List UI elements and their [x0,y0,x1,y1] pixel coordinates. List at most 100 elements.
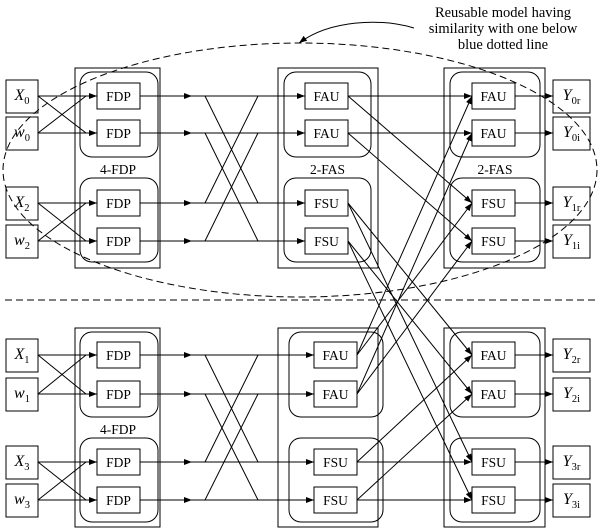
output-y3i-label: Y3i [563,491,580,511]
top-fdp-block-2-label: FDP [106,126,131,141]
input-w2-variable: w [14,232,25,249]
blocks-layer [5,67,591,528]
top-stage3-fsu-3-label: FSU [481,196,506,211]
output-y2i-box [552,377,591,412]
annotation-line-2: similarity with one below [429,21,578,37]
top-fdp-block-1-box [96,82,141,110]
input-w3-subscript: 3 [25,500,30,511]
bottom-stage3-fsu-4-label: FSU [481,493,506,508]
output-y2r-variable: Y [563,346,574,363]
butterfly-wire [356,240,473,395]
butterfly-wire [347,132,473,242]
bottom-stage2-fau-1-box [313,341,358,369]
top-stage2-group-2 [283,177,372,263]
input-cross-wire [37,202,87,242]
bottom-stage2-fau-2-box [313,380,358,408]
output-y3r-subscript: 3r [572,462,581,473]
bottom-stage3-fsu-4-box [471,486,516,514]
top-fdp-group-2 [79,177,159,263]
bottom-fdp-group-1 [79,331,159,418]
butterfly-wire [356,354,473,463]
fdp-cross-wire [204,95,259,204]
top-stage3-fsu-4-label: FSU [481,234,506,249]
output-y0i-box [552,116,591,151]
output-y2r-box [552,338,591,373]
top-stage2-fau-1-label: FAU [313,89,339,104]
annotation-layer: Reusable model having similarity with on… [2,5,598,301]
bottom-stage2-fau-1-label: FAU [322,348,348,363]
top-fdp-stage-frame [74,67,161,269]
top-stage3-fau-1-label: FAU [480,89,506,104]
butterfly-wire [347,240,473,501]
input-x0-subscript: 0 [24,96,29,107]
top-stage3-group-2 [449,177,541,263]
top-fdp-group-1 [79,71,159,158]
top-fdp-block-3-box [96,189,141,217]
bottom-fdp-block-3-box [96,448,141,476]
reusable-region-ellipse [2,42,598,298]
bottom-stage2-fsu-3-label: FSU [323,455,348,470]
butterfly-wire [356,202,473,356]
top-fdp-block-1-label: FDP [106,89,131,104]
bottom-stage3-fsu-3-label: FSU [481,455,506,470]
top-stage2-fau-1-box [304,82,349,110]
output-y0i-subscript: 0i [572,133,580,144]
top-stage2-fau-2-label: FAU [313,126,339,141]
input-w0-box [5,116,39,151]
top-fdp-block-4-box [96,227,141,255]
input-x1-subscript: 1 [24,355,29,366]
bottom-fdp-block-1-box [96,341,141,369]
bottom-stage2-frame [277,327,379,528]
output-y3r-variable: Y [563,453,574,470]
top-stage3-fau-2-box [471,119,516,147]
input-w0-variable: w [14,124,25,141]
output-y2i-label: Y2i [563,385,580,405]
top-stage2-group-1 [283,71,372,158]
input-x1-box [5,338,39,373]
top-stage2-fau-2-box [304,119,349,147]
input-x3-variable: X [13,453,25,470]
input-x3-label: X3 [13,453,29,473]
top-stage2-label: 2-FAS [310,162,345,177]
top-stage2-fsu-3-box [304,189,349,217]
top-stage3-fsu-4-box [471,227,516,255]
output-y1r-variable: Y [563,194,574,211]
fdp-cross-wire [204,132,259,242]
annotation-arrow [298,21,415,44]
input-w3-label: w3 [14,491,30,511]
bottom-fdp-group-2 [79,437,159,523]
butterfly-wire [347,240,473,395]
input-x0-variable: X [13,87,25,104]
output-y1i-label: Y1i [563,232,580,252]
input-cross-wire [37,354,87,395]
output-y0r-variable: Y [563,87,574,104]
butterfly-wire [356,132,473,395]
top-fdp-block-2-box [96,119,141,147]
input-w2-label: w2 [14,232,30,252]
top-stage3-fau-1-box [471,82,516,110]
annotation-line-3: blue dotted line [458,37,548,53]
input-x3-subscript: 3 [24,462,29,473]
annotation-line-1: Reusable model having [435,5,571,21]
input-x0-label: X0 [13,87,29,107]
bottom-stage3-group-2 [449,437,541,523]
fdp-cross-wire [204,354,259,463]
input-w1-box [5,377,39,412]
bottom-fdp-stage-label: 4-FDP [100,422,136,437]
input-w3-box [5,483,39,518]
output-y2r-subscript: 2r [572,355,581,366]
output-y1i-box [552,224,591,259]
input-x2-variable: X [13,194,25,211]
bottom-fdp-block-2-label: FDP [106,387,131,402]
top-stage2-fsu-4-label: FSU [314,234,339,249]
output-y3i-variable: Y [563,491,574,508]
input-w2-box [5,224,39,259]
output-y0i-variable: Y [563,124,574,141]
top-stage3-label: 2-FAS [477,162,512,177]
output-y3i-subscript: 3i [572,500,580,511]
output-y0r-label: Y0r [563,87,581,107]
bottom-stage3-fau-1-label: FAU [480,348,506,363]
bottom-stage2-fsu-4-label: FSU [323,493,348,508]
bottom-fdp-stage-frame [74,327,161,528]
bottom-fdp-block-4-label: FDP [106,493,131,508]
